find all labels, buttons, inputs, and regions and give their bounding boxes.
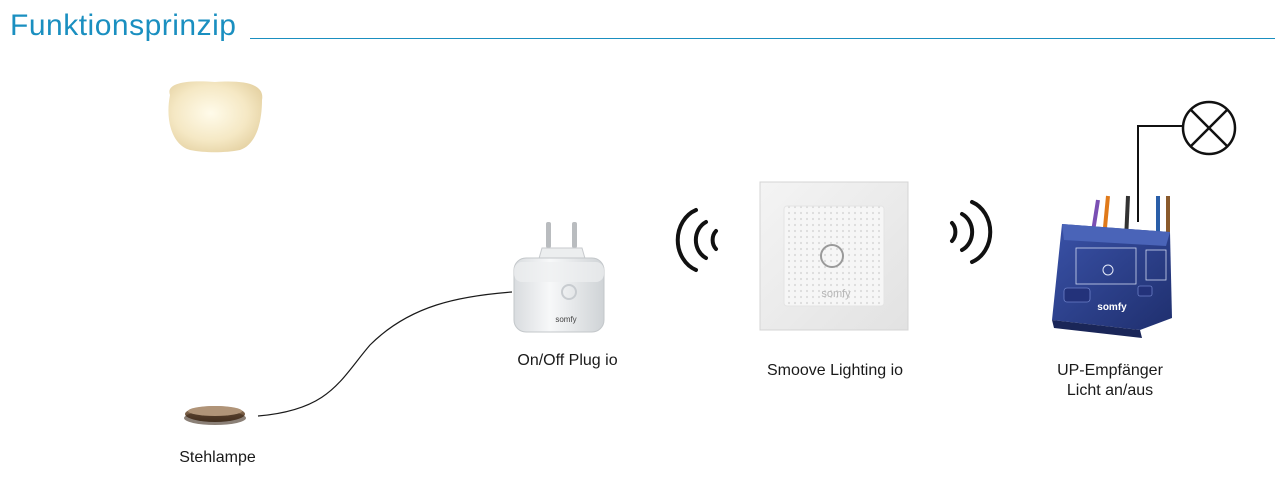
lamp-caption: Stehlampe [179, 449, 256, 466]
plug-caption: On/Off Plug io [517, 352, 618, 369]
receiver-brand-logo: somfy [1097, 302, 1127, 313]
switch-brand-logo: somfy [821, 288, 851, 300]
floor-lamp-icon [168, 81, 263, 425]
receiver-caption: UP-Empfänger Licht an/aus [1030, 361, 1190, 401]
lamp-cable [257, 291, 513, 417]
flush-receiver-icon: somfy [1052, 195, 1172, 338]
wall-switch-icon: somfy [759, 181, 909, 331]
switch-caption: Smoove Lighting io [766, 362, 904, 379]
bulb-wire [1137, 125, 1182, 222]
radio-waves-right-icon [950, 200, 993, 264]
radio-waves-left-icon [675, 208, 718, 272]
page-title: Funktionsprinzip [10, 9, 237, 42]
title-rule [250, 38, 1275, 39]
light-bulb-symbol-icon [1181, 100, 1237, 156]
receiver-caption-line2: Licht an/aus [1066, 382, 1154, 399]
smart-plug-icon: somfy [513, 222, 605, 333]
receiver-caption-line1: UP-Empfänger [1057, 362, 1163, 379]
plug-brand-logo: somfy [555, 315, 576, 324]
